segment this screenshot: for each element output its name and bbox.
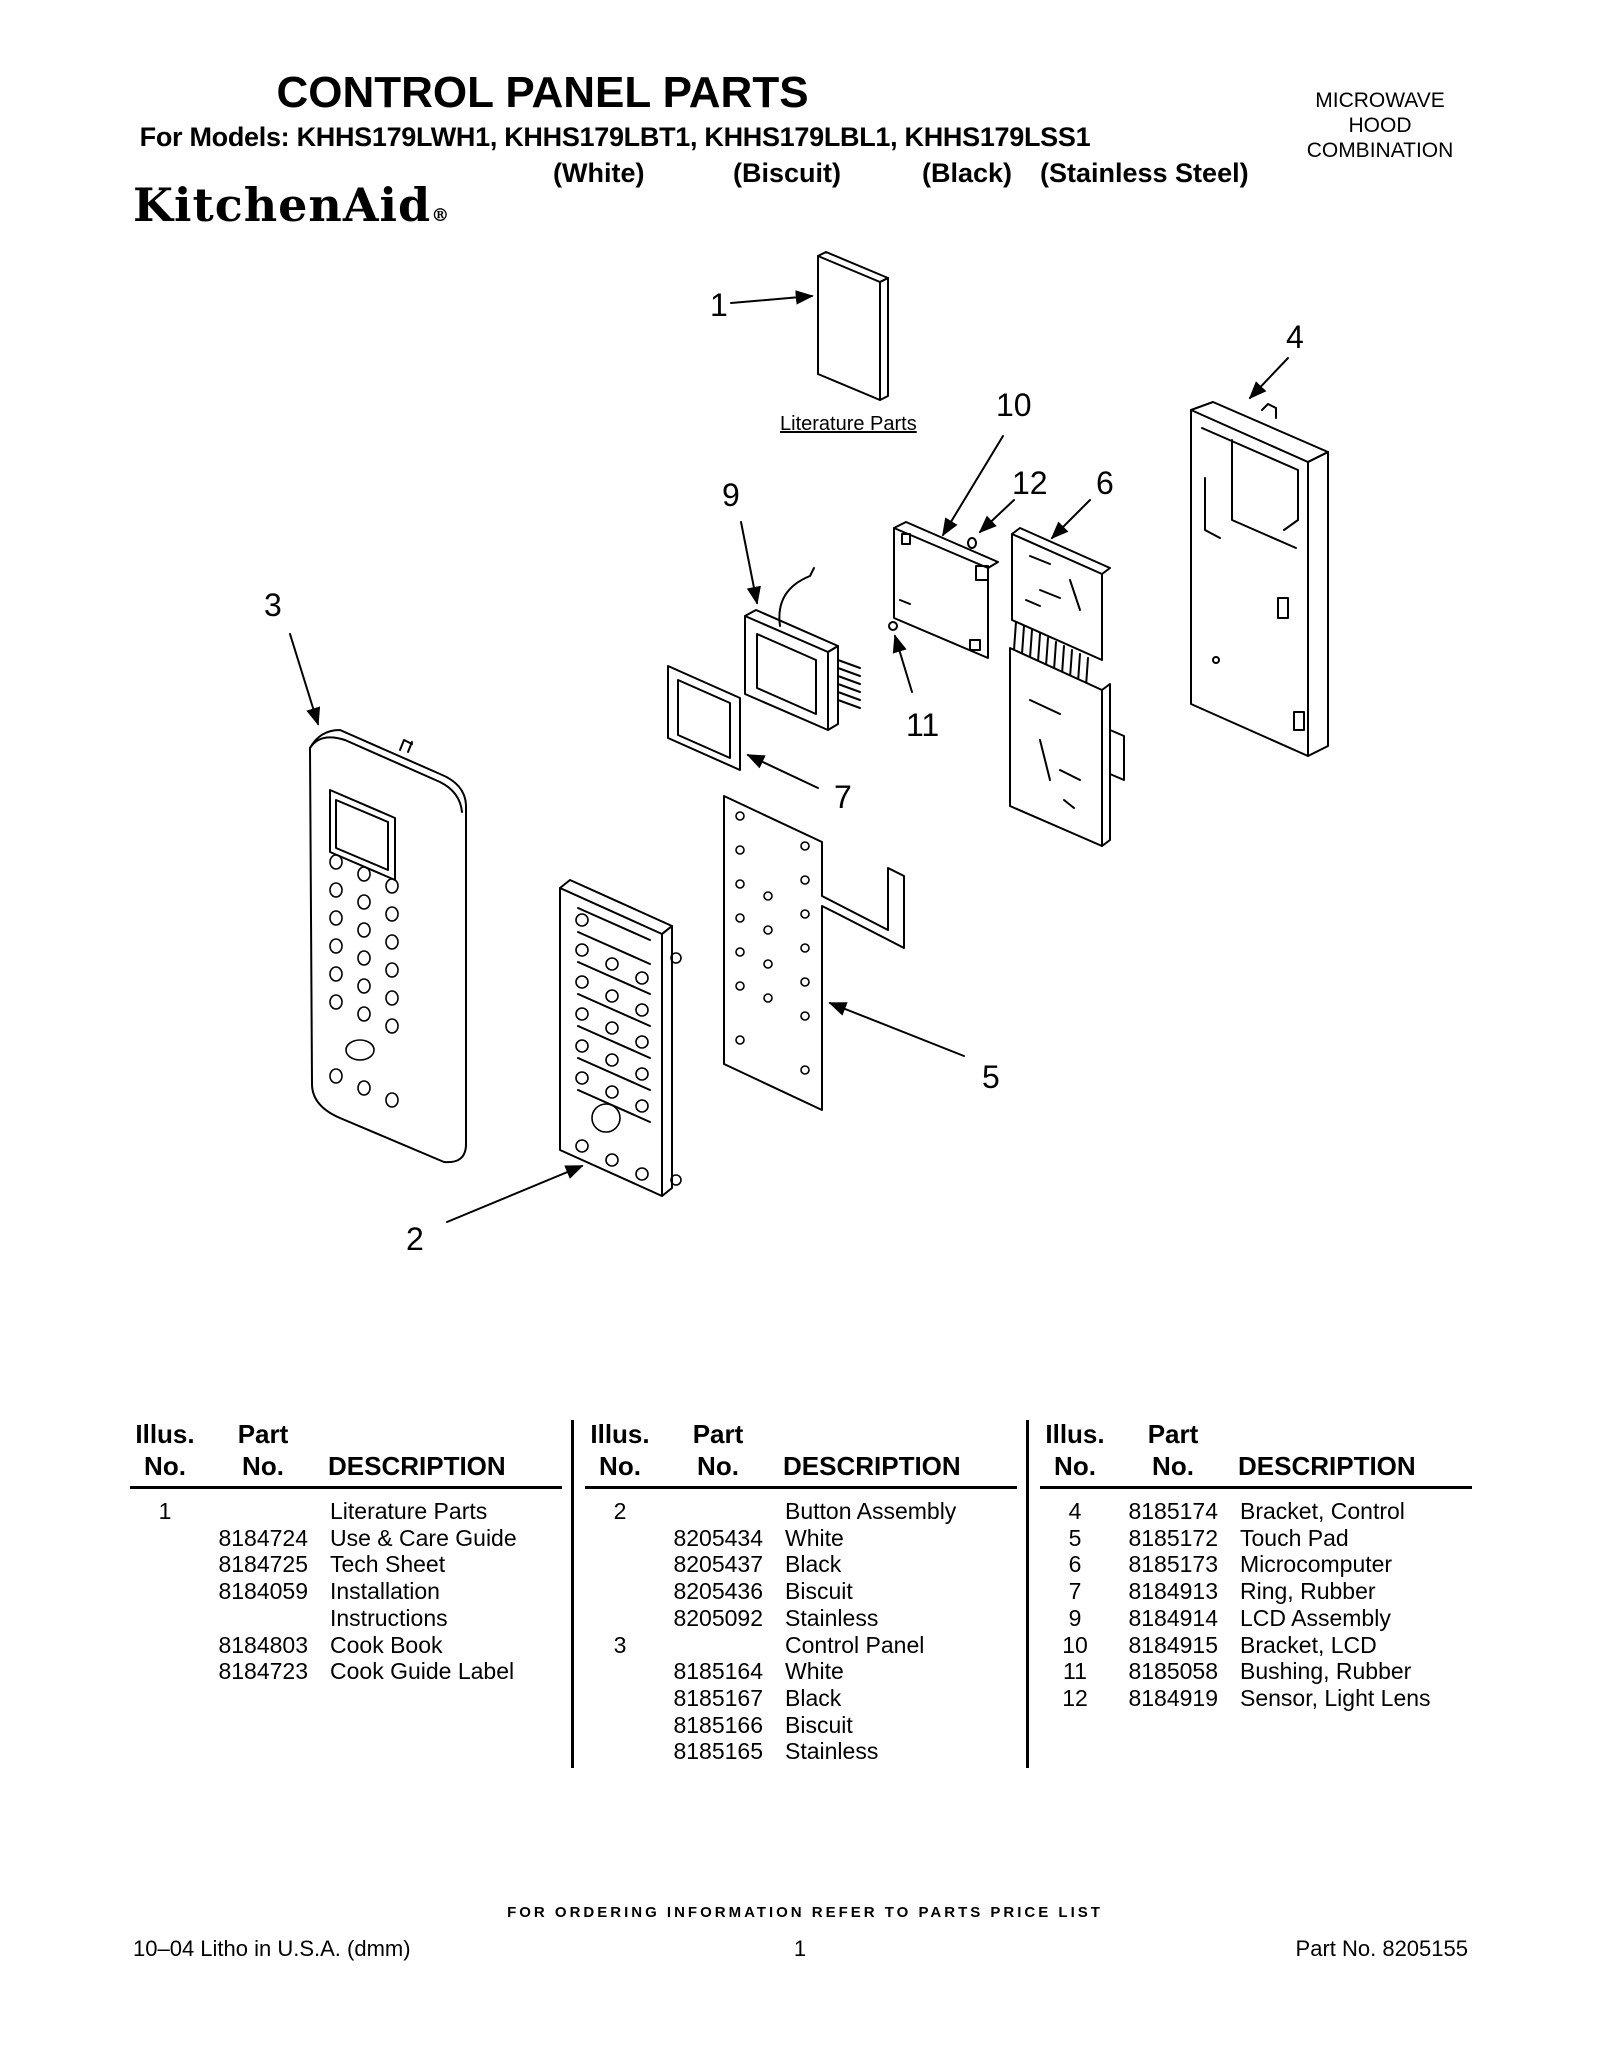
illus-number: 5 bbox=[1068, 1524, 1082, 1551]
header-rule bbox=[1040, 1486, 1472, 1489]
part-number-cell: 8184915 bbox=[1128, 1631, 1218, 1658]
part-description: Black bbox=[785, 1551, 842, 1578]
part-number-cell: 8184059 bbox=[218, 1578, 308, 1605]
illus-number: 4 bbox=[1068, 1498, 1082, 1524]
page-number: 1 bbox=[793, 1936, 807, 1961]
models-line: For Models: KHHS179LWH1, KHHS179LBT1, KH… bbox=[139, 122, 1091, 152]
part-description: Touch Pad bbox=[1240, 1524, 1349, 1551]
part-description: Stainless bbox=[785, 1604, 879, 1631]
callout-6: 6 bbox=[1096, 465, 1114, 501]
part-number-cell: 8184725 bbox=[218, 1551, 308, 1578]
callout-4: 4 bbox=[1286, 319, 1304, 355]
part-number-cell: 8184723 bbox=[218, 1658, 308, 1685]
part-description: Literature Parts bbox=[330, 1498, 488, 1524]
part-description: Sensor, Light Lens bbox=[1240, 1684, 1431, 1711]
part-description: Biscuit bbox=[785, 1711, 853, 1738]
light-sensor bbox=[967, 537, 977, 549]
print-info: 10–04 Litho in U.S.A. (dmm) bbox=[133, 1936, 411, 1961]
microcomputer-board bbox=[1009, 527, 1125, 847]
part-description: Cook Book bbox=[330, 1631, 443, 1658]
part-description: Bracket, LCD bbox=[1240, 1631, 1377, 1658]
button-assembly bbox=[559, 879, 682, 1197]
part-description: Tech Sheet bbox=[330, 1551, 446, 1578]
part-description: White bbox=[785, 1658, 844, 1685]
part-number: Part No. 8205155 bbox=[1295, 1936, 1468, 1961]
part-description: Installation bbox=[330, 1578, 440, 1605]
illus-number: 1 bbox=[158, 1498, 172, 1524]
part-number-cell: 8205437 bbox=[673, 1551, 763, 1578]
brand-logo: KitchenAid® bbox=[133, 178, 450, 232]
callout-5: 5 bbox=[982, 1059, 1000, 1095]
part-number-cell: 8205436 bbox=[673, 1578, 763, 1605]
control-bracket bbox=[1190, 401, 1329, 757]
part-description: Stainless bbox=[785, 1738, 879, 1765]
exploded-parts-diagram: 1 2 3 4 5 6 7 9 10 11 12 Literature Part… bbox=[264, 251, 1329, 1257]
part-description: Cook Guide Label bbox=[330, 1658, 515, 1685]
illus-number: 9 bbox=[1068, 1604, 1082, 1631]
header-rule bbox=[130, 1486, 562, 1489]
callout-2: 2 bbox=[406, 1221, 424, 1257]
callout-11: 11 bbox=[906, 707, 939, 743]
callout-9: 9 bbox=[722, 477, 740, 513]
lcd-bracket bbox=[893, 521, 999, 659]
part-description: Biscuit bbox=[785, 1578, 853, 1605]
column-divider bbox=[571, 1420, 574, 1768]
header-rule bbox=[585, 1486, 1017, 1489]
callout-10: 10 bbox=[996, 387, 1032, 423]
callout-3: 3 bbox=[264, 587, 282, 623]
model-color-stainless: (Stainless Steel) bbox=[1040, 158, 1249, 188]
part-description: White bbox=[785, 1524, 844, 1551]
column-divider bbox=[1026, 1420, 1029, 1768]
model-color-white: (White) bbox=[553, 158, 645, 188]
part-description: Use & Care Guide bbox=[330, 1524, 517, 1551]
part-number-cell: 8185167 bbox=[673, 1684, 763, 1711]
illus-number: 6 bbox=[1068, 1551, 1082, 1578]
part-number-cell: 8185172 bbox=[1128, 1524, 1218, 1551]
part-description: LCD Assembly bbox=[1240, 1604, 1391, 1631]
page-title: CONTROL PANEL PARTS bbox=[276, 68, 809, 117]
literature-booklet bbox=[817, 251, 889, 401]
model-color-biscuit: (Biscuit) bbox=[733, 158, 841, 188]
control-panel bbox=[309, 729, 467, 1164]
part-number-cell: 8185173 bbox=[1128, 1551, 1218, 1578]
illus-number: 12 bbox=[1062, 1684, 1088, 1711]
part-number-cell: 8185164 bbox=[673, 1658, 763, 1685]
callout-12: 12 bbox=[1012, 465, 1048, 501]
part-number-cell: 8185058 bbox=[1128, 1658, 1218, 1685]
lcd-assembly bbox=[744, 567, 861, 731]
illus-number: 3 bbox=[613, 1631, 627, 1658]
model-color-black: (Black) bbox=[922, 158, 1013, 188]
callout-1: 1 bbox=[710, 287, 728, 323]
part-description: Control Panel bbox=[785, 1631, 925, 1658]
part-number-cell: 8184914 bbox=[1128, 1604, 1218, 1631]
part-description: Ring, Rubber bbox=[1240, 1578, 1376, 1605]
part-description: Instructions bbox=[330, 1604, 448, 1631]
rubber-ring bbox=[667, 665, 741, 771]
part-number-cell: 8184724 bbox=[218, 1524, 308, 1551]
part-number-cell: 8184803 bbox=[218, 1631, 308, 1658]
rubber-bushing bbox=[888, 621, 898, 631]
part-number-cell: 8184919 bbox=[1128, 1684, 1218, 1711]
part-number-cell: 8185174 bbox=[1128, 1498, 1218, 1524]
illus-number: 10 bbox=[1062, 1631, 1088, 1658]
part-number-cell: 8185165 bbox=[673, 1738, 763, 1765]
literature-parts-label: Literature Parts bbox=[780, 413, 917, 435]
product-type: MICROWAVE HOOD COMBINATION bbox=[1306, 89, 1454, 162]
touch-pad bbox=[723, 795, 905, 1111]
part-number-cell: 8184913 bbox=[1128, 1578, 1218, 1605]
illus-number: 2 bbox=[613, 1498, 627, 1524]
part-number-cell: 8205092 bbox=[673, 1604, 763, 1631]
ordering-note: FOR ORDERING INFORMATION REFER TO PARTS … bbox=[507, 1904, 1103, 1921]
callout-7: 7 bbox=[834, 779, 852, 815]
part-description: Black bbox=[785, 1684, 842, 1711]
part-description: Bushing, Rubber bbox=[1240, 1658, 1412, 1685]
part-description: Microcomputer bbox=[1240, 1551, 1393, 1578]
part-description: Button Assembly bbox=[785, 1498, 957, 1524]
illus-number: 7 bbox=[1068, 1578, 1082, 1605]
illus-number: 11 bbox=[1063, 1658, 1087, 1685]
part-description: Bracket, Control bbox=[1240, 1498, 1405, 1524]
part-number-cell: 8185166 bbox=[673, 1711, 763, 1738]
part-number-cell: 8205434 bbox=[673, 1524, 763, 1551]
